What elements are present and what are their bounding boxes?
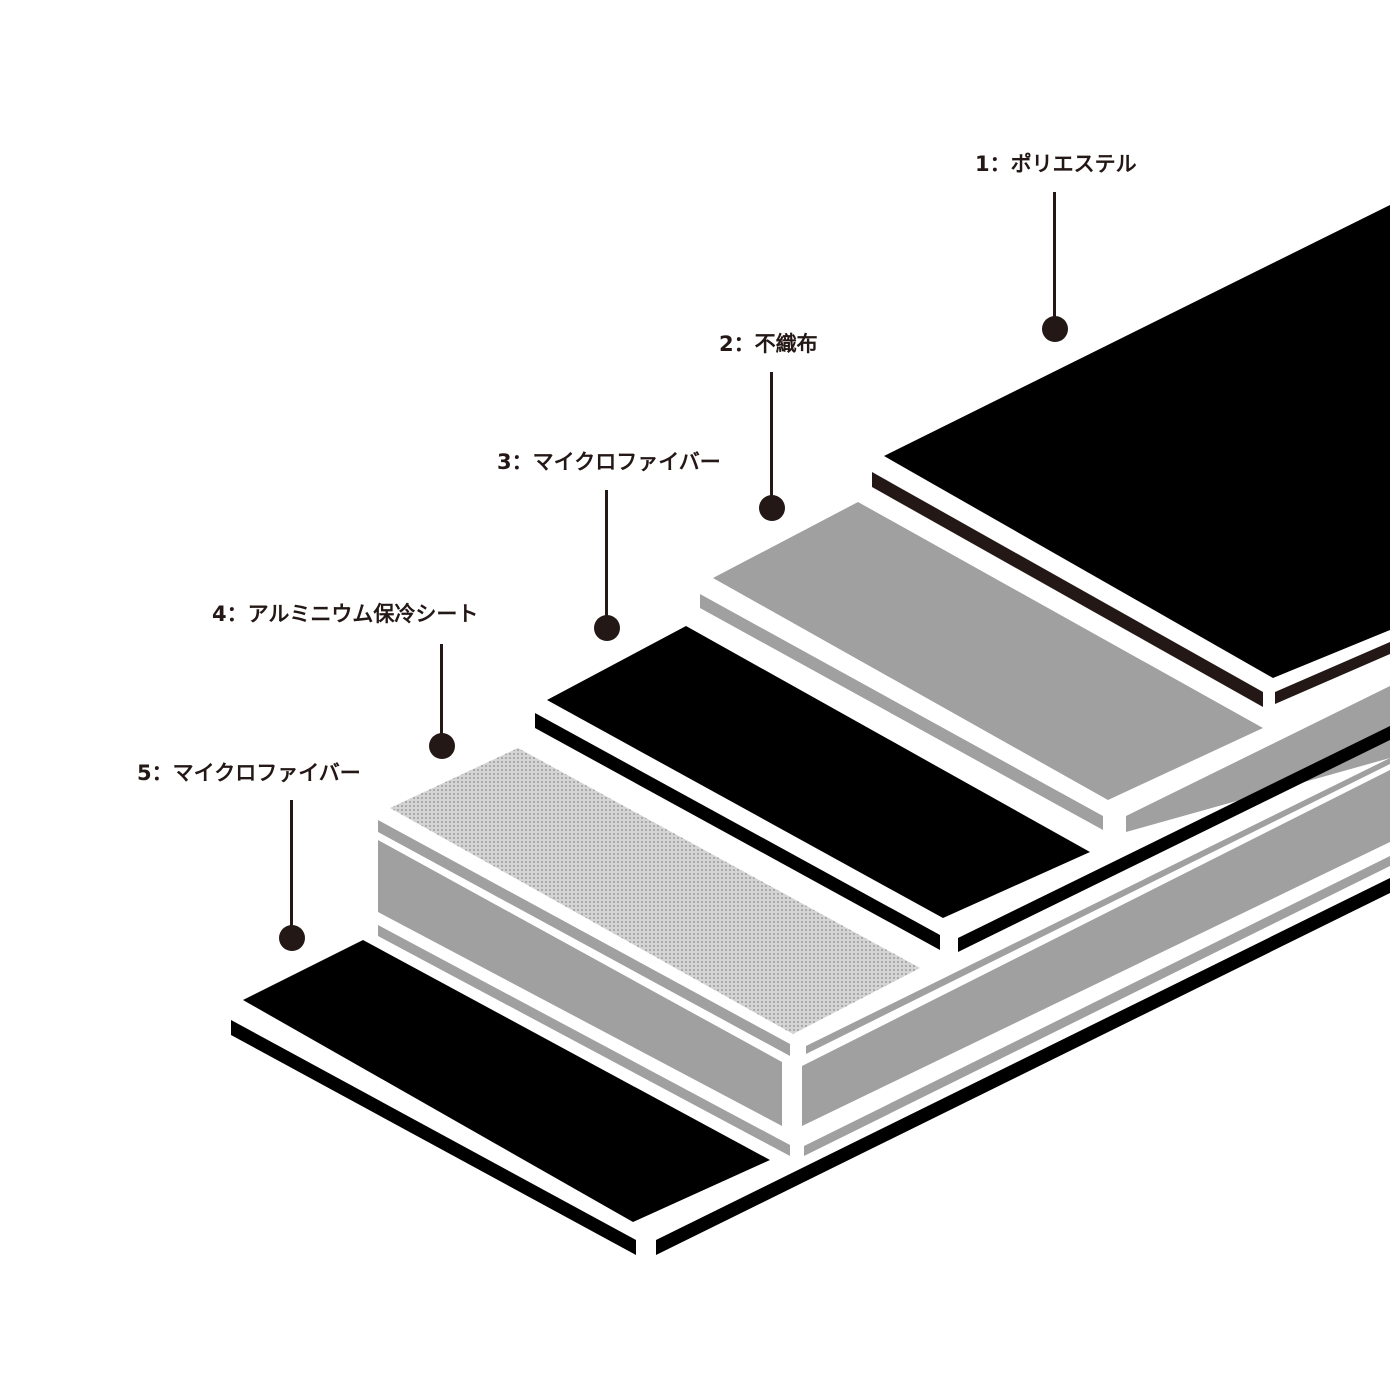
label-layer-2: 2：不織布 [719, 332, 818, 356]
layer-4-aluminium-sheet [378, 748, 1390, 1156]
layer-2-nonwoven [700, 502, 1390, 832]
label-layer-4: 4：アルミニウム保冷シート [212, 602, 479, 626]
layer-3-side-edge [958, 726, 1390, 952]
label-layer-3: 3：マイクロファイバー [497, 450, 721, 474]
leader-line-layer-4 [440, 644, 443, 746]
layer-1-top-face [884, 205, 1390, 678]
layer-4-side-band-top [806, 758, 1390, 1054]
layer-3-edge [535, 713, 940, 950]
leader-dot-layer-3 [594, 615, 620, 641]
leader-line-layer-3 [605, 490, 608, 626]
leader-dot-layer-4 [429, 733, 455, 759]
layer-2-side-edge [1126, 686, 1390, 832]
layer-3-microfiber [535, 626, 1390, 952]
layer-4-front-face [378, 840, 782, 1126]
layer-5-side-edge [656, 878, 1390, 1255]
leader-line-layer-1 [1053, 192, 1056, 328]
layer-5-microfiber [231, 878, 1390, 1255]
leader-dot-layer-5 [279, 925, 305, 951]
layer-4-bottom-band [378, 925, 790, 1156]
layer-5-top-face [243, 940, 770, 1222]
leader-dot-layer-2 [759, 495, 785, 521]
layer-2-top-face [713, 502, 1263, 800]
layer-5-edge [231, 1020, 636, 1255]
label-layer-1: 1：ポリエステル [975, 152, 1137, 176]
layer-3-top-face [547, 626, 1090, 918]
layer-4-side-band-bottom [804, 856, 1390, 1156]
leader-dot-layer-1 [1042, 316, 1068, 342]
leader-line-layer-5 [290, 800, 293, 936]
layer-4-front-band [378, 820, 790, 1056]
label-layer-5: 5：マイクロファイバー [137, 761, 361, 785]
layer-4-top-face [390, 748, 920, 1034]
layer-2-edge [700, 594, 1103, 830]
layer-1-side-edge [1275, 642, 1390, 704]
leader-line-layer-2 [770, 372, 773, 508]
layer-1-polyester [872, 205, 1390, 707]
layer-1-edge [872, 472, 1263, 707]
layer-4-side-face [802, 770, 1390, 1126]
